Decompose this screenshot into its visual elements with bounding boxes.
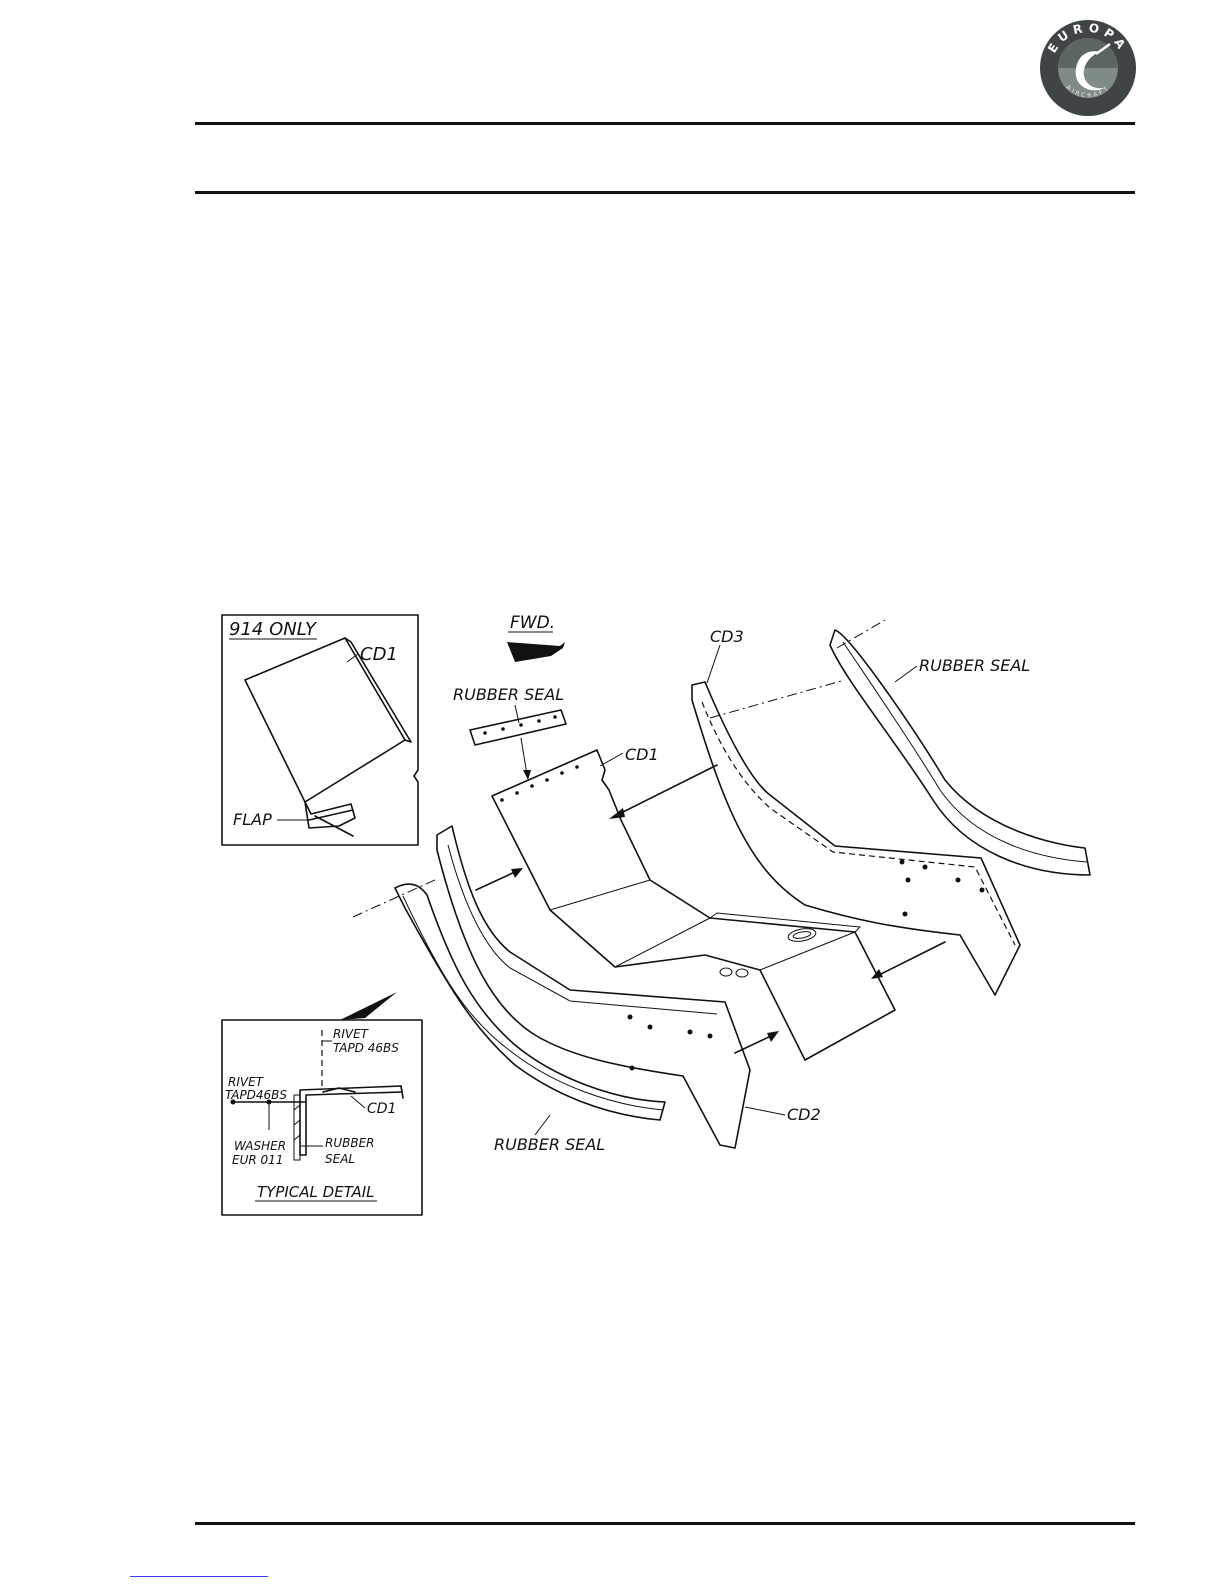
detail-seal-2: SEAL: [325, 1152, 355, 1166]
detail-washer-2: EUR 011: [232, 1153, 283, 1167]
inset-typical-detail: RIVET TAPD 46BS CD1 RIVET TAPD46BS WASHE…: [222, 992, 422, 1215]
label-cd2: CD2: [787, 1105, 821, 1124]
label-rubber-seal-right: RUBBER SEAL: [919, 656, 1030, 675]
fwd-label: FWD.: [510, 613, 555, 633]
inset-914-flap: FLAP: [233, 810, 272, 829]
rubber-seal-strip: RUBBER SEAL: [453, 685, 566, 780]
europa-logo: EUROPA AIRCRAFT: [1038, 18, 1138, 118]
detail-rivet-left-2: TAPD46BS: [225, 1088, 287, 1102]
detail-title: TYPICAL DETAIL: [257, 1183, 375, 1201]
detail-cd1: CD1: [367, 1101, 396, 1117]
detail-rivet-top-1: RIVET: [333, 1027, 370, 1041]
fwd-indicator: FWD.: [507, 613, 565, 662]
label-cd1: CD1: [625, 745, 659, 764]
label-rubber-seal-bottom: RUBBER SEAL: [494, 1135, 605, 1154]
rubber-seal-right: RUBBER SEAL: [830, 620, 1090, 875]
detail-washer-1: WASHER: [234, 1139, 286, 1153]
assembly-drawing: 914 ONLY CD1 FLAP RIVET TAPD 46BS CD1: [205, 590, 1125, 1280]
label-cd3: CD3: [710, 627, 744, 646]
inset-914-cd1: CD1: [360, 644, 398, 665]
detail-rivet-left-1: RIVET: [228, 1075, 265, 1089]
header-rule-bottom: [195, 191, 1135, 194]
bottom-link-underline[interactable]: [130, 1576, 268, 1577]
detail-seal-1: RUBBER: [325, 1136, 375, 1150]
label-rubber-seal-top: RUBBER SEAL: [453, 685, 564, 704]
inset-914-only: 914 ONLY CD1 FLAP: [222, 615, 418, 845]
footer-rule: [195, 1522, 1135, 1525]
header-rule-top: [195, 122, 1135, 125]
inset-914-title: 914 ONLY: [229, 619, 318, 640]
detail-rivet-top-2: TAPD 46BS: [333, 1041, 399, 1055]
